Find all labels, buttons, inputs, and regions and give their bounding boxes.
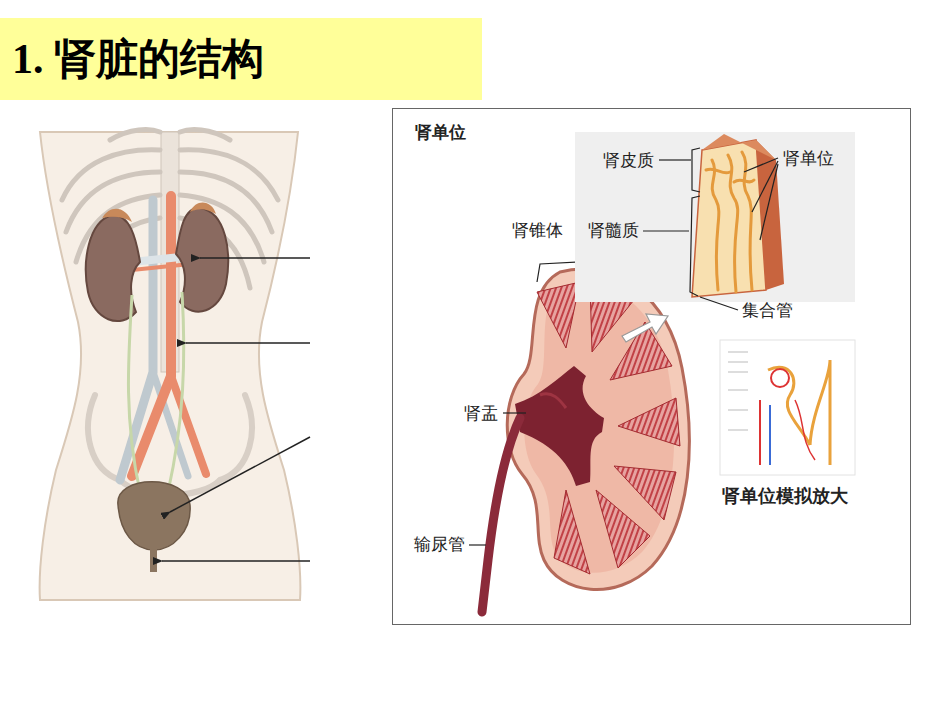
drawing-g	[728, 352, 748, 430]
drawing-path	[220, 395, 252, 480]
drawing-path	[540, 394, 566, 408]
drawing-path	[180, 130, 230, 140]
drawing-line	[728, 390, 748, 391]
drawing-line	[728, 362, 748, 363]
label-anchor: 肾髓质	[588, 220, 639, 240]
drawing-path	[795, 400, 815, 460]
drawing-path	[507, 269, 689, 589]
label-anchor: 输尿管	[414, 534, 465, 554]
drawing-line	[643, 230, 689, 231]
drawing-path	[810, 360, 830, 465]
drawing-path	[128, 295, 140, 492]
drawing-line	[186, 342, 310, 344]
label-anchor: 肾盂	[464, 403, 498, 423]
drawing-path	[734, 180, 754, 182]
drawing-path	[712, 160, 719, 290]
drawing-line	[170, 437, 310, 512]
drawing-polyline	[690, 196, 700, 296]
frame-heading: 肾单位	[415, 121, 466, 144]
drawing-path	[118, 482, 190, 550]
drawing-line	[469, 544, 486, 545]
drawing-path	[40, 132, 301, 600]
part-label: 肾髓质	[588, 220, 639, 240]
drawing-line	[503, 412, 526, 413]
cortex-medulla-block	[575, 132, 855, 302]
drawing-path	[168, 292, 184, 492]
label-anchor: 肾单位	[783, 148, 834, 168]
drawing-polygon	[596, 490, 650, 568]
drawing-rect	[575, 132, 855, 302]
drawing-line	[728, 372, 748, 373]
drawing-rect	[150, 548, 157, 572]
drawing-g	[706, 152, 754, 292]
drawing-path	[102, 209, 132, 222]
kidney-section	[482, 260, 689, 612]
drawing-polygon	[554, 490, 590, 574]
drawing-path	[742, 152, 752, 290]
drawing-polygon	[618, 398, 680, 446]
label-anchor: 集合管	[742, 300, 793, 320]
drawing-line	[752, 161, 778, 212]
part-label: 肾盂	[464, 403, 498, 423]
part-label: 肾锥体	[512, 220, 563, 240]
drawing-path	[482, 418, 520, 612]
label-anchor: 肾单位模拟放大	[722, 486, 848, 506]
part-label: 输尿管	[414, 534, 465, 554]
drawing-line	[728, 430, 748, 431]
drawing-path	[190, 202, 216, 214]
drawing-path	[759, 400, 761, 465]
part-label: 集合管	[742, 300, 793, 320]
drawing-line	[162, 560, 310, 562]
label-anchor: 肾锥体	[512, 220, 563, 240]
drawing-g	[162, 258, 310, 561]
drawing-path	[88, 395, 120, 480]
drawing-polygon	[622, 314, 668, 342]
body-figure	[40, 130, 310, 600]
figure-frame: 肾单位	[392, 108, 911, 625]
drawing-polygon	[692, 140, 766, 297]
drawing-path	[706, 169, 730, 173]
title-band: 1. 肾脏的结构	[0, 18, 482, 100]
drawing-polygon	[614, 466, 676, 520]
drawing-polygon	[702, 134, 776, 160]
drawing-path	[176, 208, 228, 312]
title-text: 1. 肾脏的结构	[0, 18, 264, 100]
drawing-path	[132, 264, 190, 270]
drawing-polyline	[692, 148, 700, 192]
drawing-path	[171, 376, 206, 474]
caption-label: 肾单位模拟放大	[722, 486, 848, 506]
drawing-rect	[720, 340, 855, 475]
drawing-circle	[771, 369, 789, 387]
drawing-polygon	[537, 282, 580, 348]
drawing-line	[760, 164, 778, 240]
part-label: 肾皮质	[603, 150, 654, 170]
drawing-line	[659, 159, 691, 160]
drawing-path	[132, 196, 171, 476]
drawing-path	[769, 405, 771, 465]
nephron-inset	[720, 340, 855, 475]
drawing-path	[728, 155, 738, 292]
drawing-line	[200, 257, 310, 259]
drawing-line	[728, 352, 748, 353]
label-anchor: 肾皮质	[603, 150, 654, 170]
part-label: 肾单位	[783, 148, 834, 168]
drawing-path	[110, 130, 160, 140]
drawing-line	[700, 297, 738, 310]
drawing-polygon	[756, 140, 784, 290]
drawing-line	[728, 410, 748, 411]
drawing-path	[515, 366, 604, 486]
